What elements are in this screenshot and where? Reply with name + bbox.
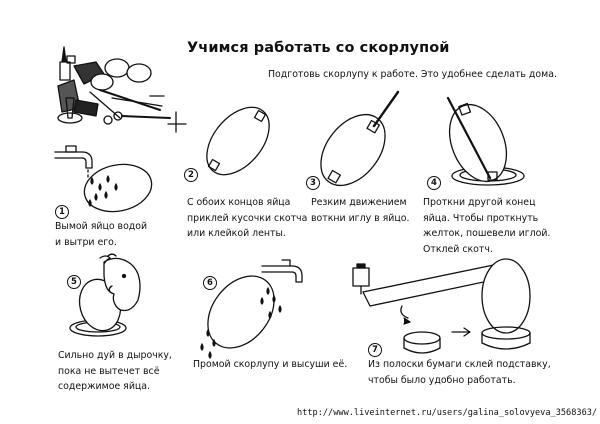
step4-line-1: Проткни другой конец (423, 197, 536, 208)
step1-illustration (54, 145, 153, 213)
step6-line-1: Промой скорлупу и высуши её. (193, 359, 348, 370)
step3-number: 3 (306, 176, 320, 190)
step5-line-1: Сильно дуй в дырочку, (58, 350, 172, 361)
step3-line-2: воткни иглу в яйцо. (311, 212, 410, 224)
step2-number: 2 (184, 168, 198, 182)
step7-number: 7 (368, 343, 382, 357)
step2-line-2: приклей кусочки скотча (187, 212, 308, 224)
step5-caption: Сильно дуй в дырочку, пока не вытечет вс… (58, 348, 172, 395)
step4-caption: Проткни другой конец яйца. Чтобы проткну… (423, 195, 550, 257)
step3-illustration (320, 90, 400, 187)
step4-number: 4 (427, 176, 441, 190)
step6-number: 6 (203, 276, 217, 290)
page-title: Учимся работать со скорлупой (187, 40, 450, 56)
step1-line-2: и вытри его. (55, 236, 117, 248)
step4-line-2: яйца. Чтобы проткнуть (423, 212, 539, 224)
step5-line-3: содержимое яйца. (58, 381, 151, 392)
step4-illustration (446, 96, 525, 186)
step5-line-2: пока не вытечет всё (58, 365, 160, 377)
step7-line-2: чтобы было удобно работать. (368, 374, 516, 386)
step1-caption: Вымой яйцо водой и вытри его. (55, 219, 147, 250)
step4-line-3: желток, пошевели иглой. (423, 228, 551, 239)
step6-illustration (200, 259, 303, 359)
step7-line-1: Из полоски бумаги склей подставку, (368, 359, 551, 370)
step4-line-4: Отклей скотч. (423, 243, 493, 255)
step2-line-1: С обоих концов яйца (187, 197, 291, 208)
step3-line-1: Резким движением (311, 197, 407, 208)
step3-caption: Резким движением воткни иглу в яйцо. (311, 195, 409, 226)
intro-text: Подготовь скорлупу к работе. Это удобнее… (268, 69, 557, 80)
step2-line-3: или клейкой ленты. (187, 228, 286, 239)
step2-caption: С обоих концов яйца приклей кусочки скот… (187, 195, 307, 242)
step7-illustration (352, 258, 531, 354)
source-url: http://www.liveinternet.ru/users/galina_… (297, 408, 598, 418)
step5-number: 5 (67, 275, 81, 289)
step6-caption: Промой скорлупу и высуши её. (193, 357, 347, 373)
step5-illustration (69, 253, 141, 337)
step2-illustration (206, 106, 270, 176)
tools-illustration (57, 46, 187, 133)
step1-line-1: Вымой яйцо водой (55, 221, 148, 232)
step1-number: 1 (55, 205, 69, 219)
step7-caption: Из полоски бумаги склей подставку, чтобы… (368, 357, 551, 388)
